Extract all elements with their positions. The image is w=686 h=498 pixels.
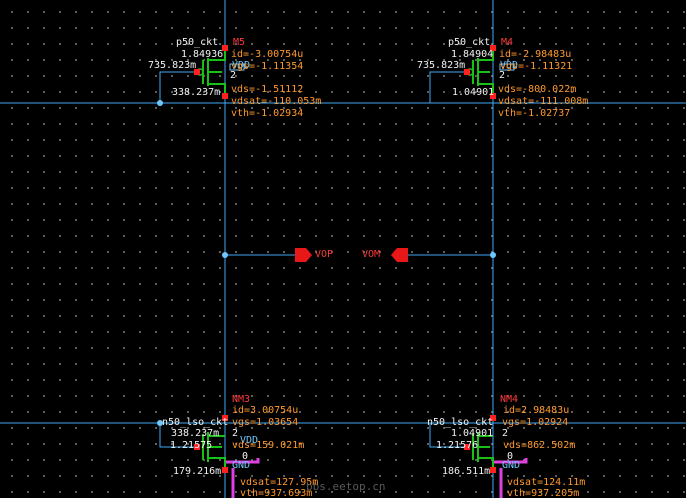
nm3-vdsat: vdsat=127.95m [240, 477, 319, 488]
vdd-terminal-m4 [499, 63, 515, 71]
m5-gate-voltage: 1.84936 [181, 49, 224, 60]
m4-vdd-label: VDD [500, 60, 519, 71]
nm4-instance-name[interactable]: NM4 [500, 394, 519, 405]
m5-vdsat: vdsat=-110.053m [231, 96, 322, 107]
m4-node-voltage: 735.823m [417, 60, 466, 71]
terminal-square [194, 69, 200, 75]
terminal-square [222, 467, 228, 473]
nm4-id: id=2.98483u [503, 405, 570, 416]
nm4-cell-name: n50_lso_ckt [427, 417, 494, 428]
transistor-nm4-symbol[interactable] [472, 432, 528, 498]
nm4-vdsat: vdsat=124.11m [507, 477, 586, 488]
nm4-vds: vds=862.502m [503, 440, 576, 451]
wire-nm4-gate[interactable] [429, 423, 467, 448]
nm4-vth: vth=937.205m [507, 488, 580, 498]
junction-dot [157, 100, 163, 106]
nm3-gnd-label: GND [232, 460, 251, 471]
nm4-vgs: vgs=1.02924 [502, 417, 569, 428]
terminal-square [222, 415, 228, 421]
m5-vth: vth=-1.02934 [231, 108, 304, 119]
m5-id: id=-3.00754u [231, 49, 304, 60]
terminal-square [490, 93, 496, 99]
pin-vom-shape[interactable] [391, 248, 408, 262]
m4-vdsat: vdsat=-111.008m [498, 96, 589, 107]
pin-vop-shape[interactable] [295, 248, 312, 262]
m5-node-voltage: 735.823m [148, 60, 197, 71]
nm4-gate-voltage: 1.04901 [451, 428, 494, 439]
m5-vgs: vgs=-1.11354 [231, 61, 304, 72]
junction-dot [490, 252, 496, 258]
wire-m5-gate[interactable] [159, 71, 197, 103]
m5-vdd-label: VDD [232, 60, 251, 71]
m5-cell-name: p50_ckt [176, 37, 219, 48]
nm3-source-voltage: 179.216m [173, 466, 222, 477]
terminal-square [490, 415, 496, 421]
m4-gate-voltage: 1.84904 [451, 49, 494, 60]
nm3-multiplier: 2 [232, 428, 239, 439]
pin-vop-label[interactable]: VOP [315, 249, 334, 260]
terminal-square [464, 69, 470, 75]
nm3-vds: vds=159.021m [232, 440, 305, 451]
terminal-square [194, 444, 200, 450]
terminal-square [464, 444, 470, 450]
m4-instance-name[interactable]: M4 [501, 37, 514, 48]
nm3-gate-voltage: 338.237m [171, 428, 220, 439]
wire-nm3-gate[interactable] [159, 423, 197, 448]
m5-drain-voltage: 338.237m [172, 87, 221, 98]
m5-instance-name[interactable]: M5 [233, 37, 246, 48]
m5-vds: vds=-1.51112 [231, 84, 304, 95]
m4-cell-name: p50_ckt [448, 37, 491, 48]
nm3-node-voltage: 1.21575 [170, 440, 213, 451]
nm3-vth: vth=937.693m [240, 488, 313, 498]
junction-dot [157, 420, 163, 426]
nm4-source-voltage: 186.511m [442, 466, 491, 477]
junction-dot [222, 252, 228, 258]
nm3-cell-name: n50_lso_ckt [162, 417, 229, 428]
nm4-zero: 0 [507, 451, 514, 462]
terminal-square [490, 45, 496, 51]
vdd-terminal-m5 [229, 63, 245, 71]
transistor-nm3-symbol[interactable] [202, 432, 260, 498]
nm4-node-voltage: 1.21576 [436, 440, 479, 451]
m4-vth: vth=-1.02737 [498, 108, 571, 119]
nm3-instance-name[interactable]: NM3 [232, 394, 251, 405]
m4-vds: vds=-800.022m [498, 84, 577, 95]
watermark: bbs.eetop.cn [306, 480, 386, 493]
nm4-gnd-label: GND [502, 460, 521, 471]
transistor-m5-symbol[interactable] [196, 48, 226, 96]
nm3-vdd-label: VDD [240, 435, 259, 446]
nm4-multiplier: 2 [502, 428, 509, 439]
m4-vgs: vgs=-1.11321 [500, 61, 573, 72]
m5-multiplier: 2 [230, 70, 237, 81]
terminal-square [222, 93, 228, 99]
m4-multiplier: 2 [499, 70, 506, 81]
nm3-zero: 0 [242, 451, 249, 462]
wire-m4-gate[interactable] [429, 71, 467, 103]
nm3-vgs: vgs=1.03654 [232, 417, 299, 428]
m4-id: id=-2.98483u [499, 49, 572, 60]
m4-drain-voltage: 1.04901 [452, 87, 495, 98]
nm3-id: id=3.00754u [232, 405, 299, 416]
terminal-square [222, 45, 228, 51]
terminal-square [490, 467, 496, 473]
pin-vom-label[interactable]: VOM [362, 249, 381, 260]
